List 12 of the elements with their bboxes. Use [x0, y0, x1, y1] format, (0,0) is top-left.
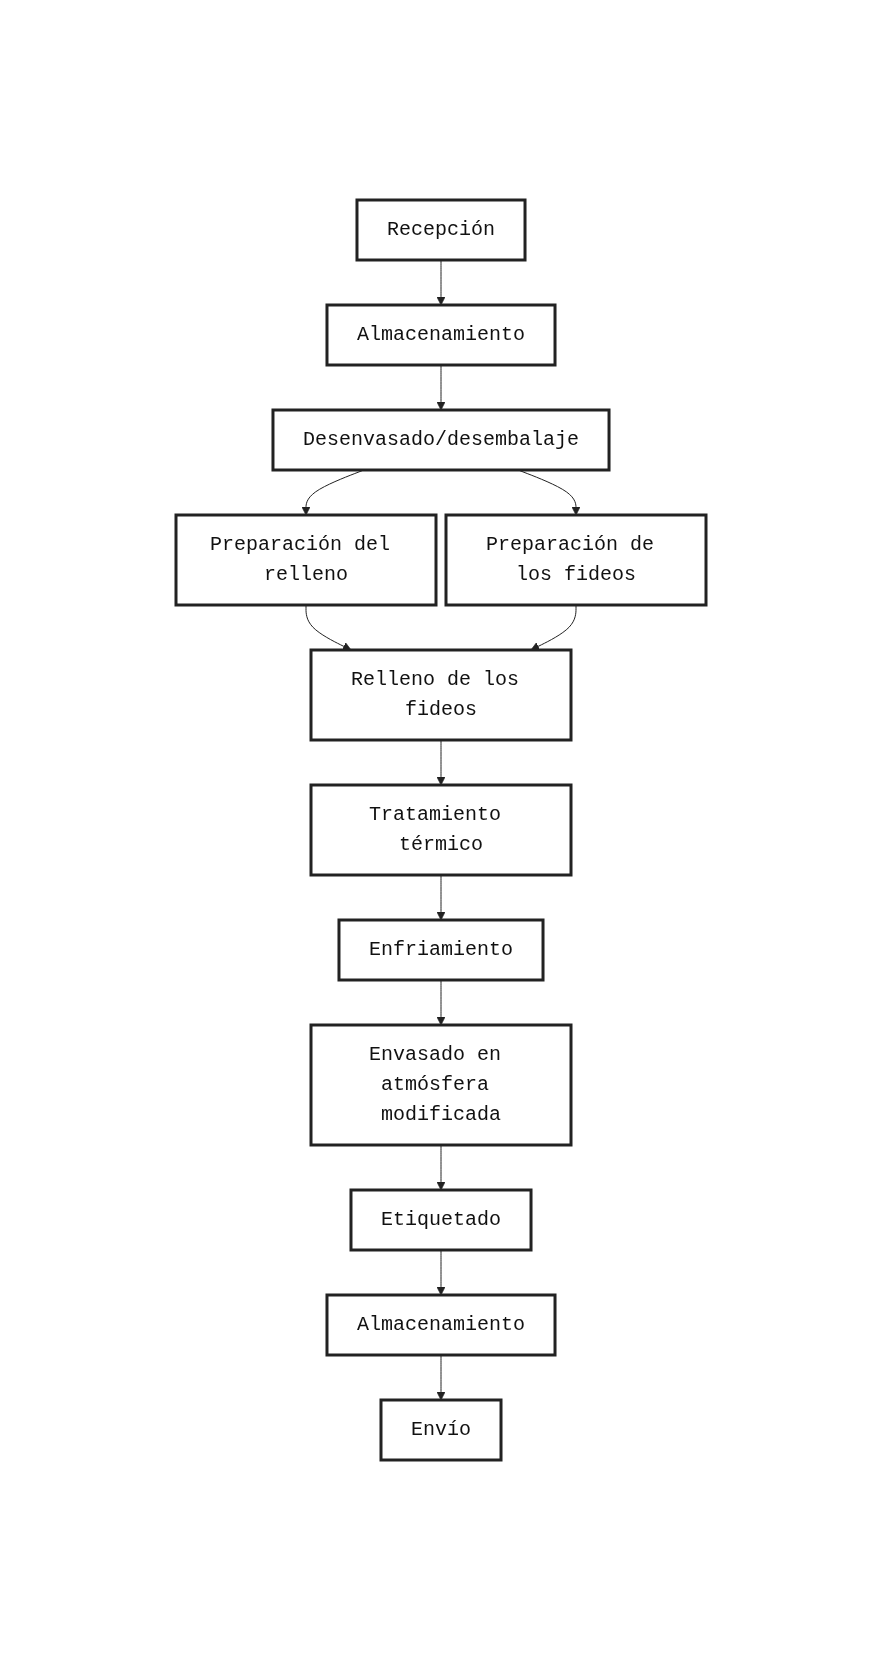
node-box: Desenvasado/desembalaje [271, 408, 611, 472]
node-box: Envío [379, 1398, 503, 1462]
node-box: Preparación del relleno [174, 513, 438, 607]
node-box: Envasado en atmósfera modificada [309, 1023, 573, 1147]
node-box: Almacenamiento [325, 303, 557, 367]
node-box: Etiquetado [349, 1188, 533, 1252]
node-box: Enfriamiento [337, 918, 545, 982]
node-box: Relleno de los fideos [309, 648, 573, 742]
node-box: Recepción [355, 198, 527, 262]
node-box: Tratamiento térmico [309, 783, 573, 877]
node-box: Almacenamiento [325, 1293, 557, 1357]
node-box: Preparación de los fideos [444, 513, 708, 607]
